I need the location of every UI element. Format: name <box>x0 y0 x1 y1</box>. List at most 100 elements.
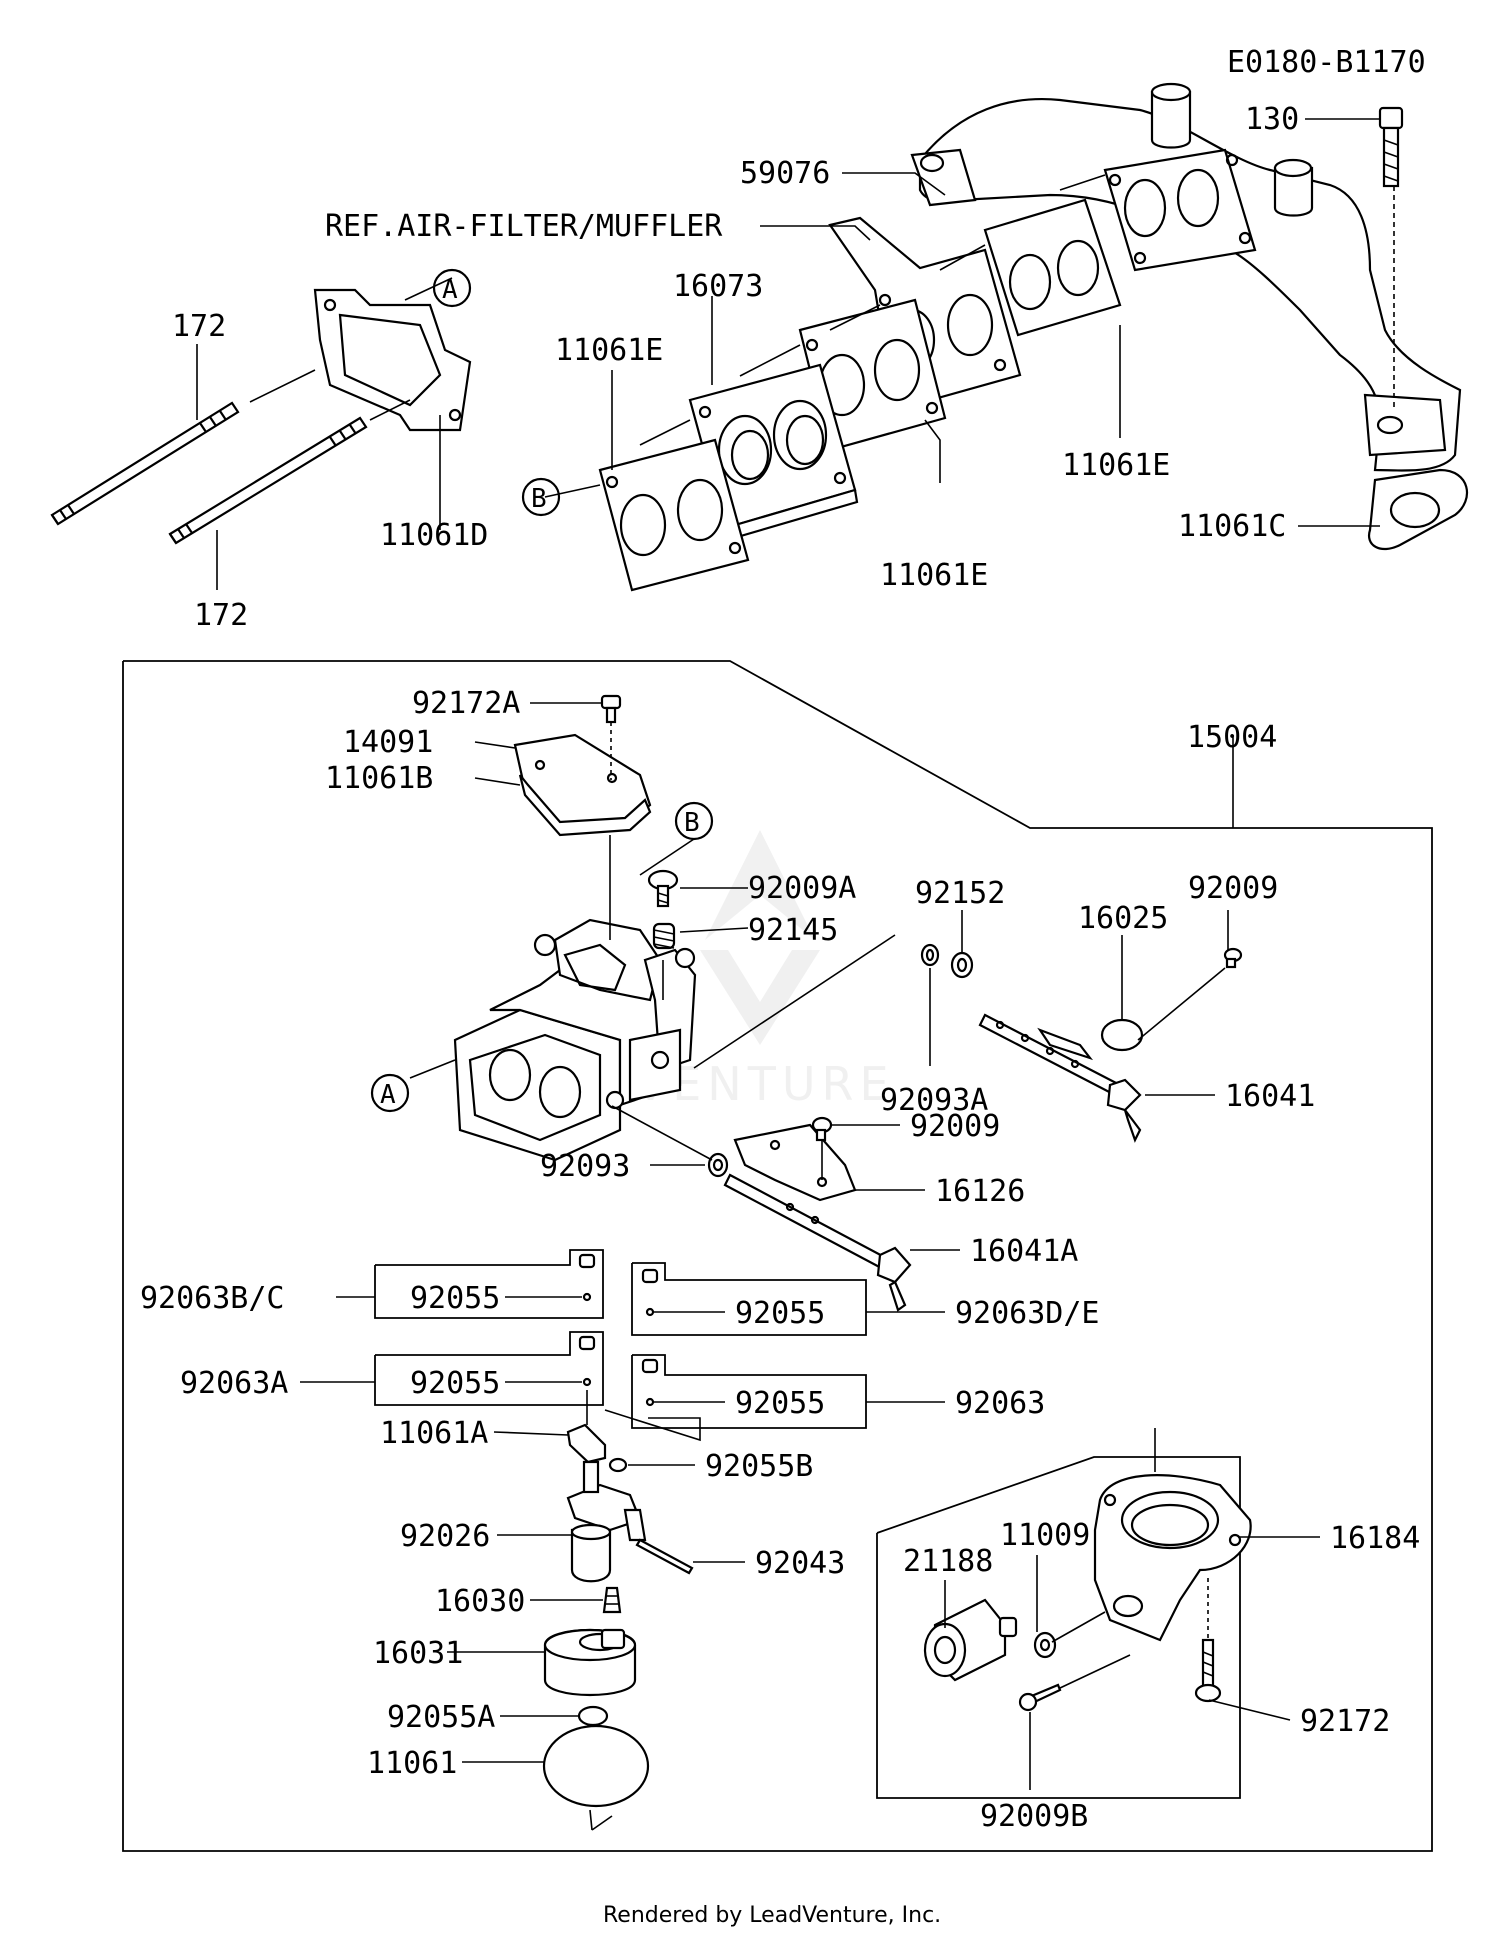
callout-16025: 16025 <box>1078 901 1168 936</box>
callout-16041: 16041 <box>1225 1079 1315 1114</box>
callout-130: 130 <box>1245 102 1299 137</box>
bolt-130 <box>1378 106 1404 188</box>
callout-92009-choke: 92009 <box>1188 871 1278 906</box>
oring-92055B <box>608 1457 628 1473</box>
callout-92152: 92152 <box>915 876 1005 911</box>
float-16031 <box>543 1628 637 1697</box>
callout-92009-throttle: 92009 <box>910 1109 1000 1144</box>
callout-15004: 15004 <box>1187 720 1277 755</box>
screw-92009-choke <box>1223 947 1243 969</box>
callout-92172A: 92172A <box>412 686 520 721</box>
callout-92055-box-2: 92055 <box>735 1296 825 1331</box>
gasket-11061E-left <box>598 438 750 592</box>
marker-B-top-label: B <box>531 484 547 514</box>
cover-14091 <box>513 733 652 837</box>
housing-16184 <box>1093 1474 1252 1642</box>
screw-92009B <box>1018 1683 1062 1712</box>
insulator-16073 <box>688 363 859 542</box>
bushing-92093A <box>920 943 940 967</box>
pin-92043 <box>635 1538 694 1575</box>
callout-11061E-left: 11061E <box>555 333 663 368</box>
callout-92063A: 92063A <box>180 1366 288 1401</box>
choke-shaft-16041 <box>978 1013 1142 1143</box>
top-leaders <box>196 118 1380 590</box>
callout-92063: 92063 <box>955 1386 1045 1421</box>
marker-A-top-label: A <box>442 275 458 305</box>
gasket-11061E-middle <box>798 298 947 452</box>
callout-92055B: 92055B <box>705 1449 813 1484</box>
callout-16030: 16030 <box>435 1584 525 1619</box>
callout-92055-box-3: 92055 <box>410 1366 500 1401</box>
intake-manifold-59076 <box>910 82 1462 472</box>
jet-16030 <box>602 1586 622 1614</box>
callout-92093A: 92093A <box>880 1083 988 1118</box>
choke-plate-16025 <box>1100 1018 1144 1052</box>
sub-assembly-frame <box>876 1456 1241 1799</box>
spring-92145 <box>652 922 676 950</box>
callout-92055-box-1: 92055 <box>410 1281 500 1316</box>
jet-box-92063A <box>374 1331 604 1406</box>
throttle-plate-16126 <box>733 1123 857 1202</box>
callout-ref-air-filter: REF.AIR-FILTER/MUFFLER <box>325 209 723 244</box>
assembly-frame <box>122 660 1433 1852</box>
gasket-11061A <box>566 1423 607 1464</box>
callout-172-top: 172 <box>172 309 226 344</box>
callout-92043: 92043 <box>755 1546 845 1581</box>
oring-92055A <box>577 1705 609 1727</box>
carb-leaders <box>300 702 1320 1831</box>
washer-11009 <box>1033 1631 1057 1659</box>
callout-11061A: 11061A <box>380 1416 488 1451</box>
callout-92172: 92172 <box>1300 1704 1390 1739</box>
callout-11061B: 11061B <box>325 761 433 796</box>
callout-59076: 59076 <box>740 156 830 191</box>
marker-B-carb: B <box>639 801 714 876</box>
jet-box-92063 <box>631 1354 867 1429</box>
callout-92063BC: 92063B/C <box>140 1281 285 1316</box>
float-bowl-92026 <box>566 1460 647 1583</box>
callout-11061D: 11061D <box>380 518 488 553</box>
solenoid-21188 <box>923 1598 1018 1682</box>
callout-21188: 21188 <box>903 1544 993 1579</box>
callout-16126: 16126 <box>935 1174 1025 1209</box>
callout-92093: 92093 <box>540 1149 630 1184</box>
diagram-code: E0180-B1170 <box>1227 45 1426 80</box>
callout-172-bottom: 172 <box>194 598 248 633</box>
callout-11061E-bottom: 11061E <box>880 558 988 593</box>
screw-92172A <box>600 694 622 724</box>
callout-92055-box-4: 92055 <box>735 1386 825 1421</box>
gasket-11061E-right <box>983 198 1122 337</box>
callout-11061C: 11061C <box>1178 509 1286 544</box>
callout-16184: 16184 <box>1330 1521 1420 1556</box>
callout-16041A: 16041A <box>970 1234 1078 1269</box>
throttle-shaft-16041A <box>723 1173 912 1312</box>
jet-box-92063BC <box>374 1249 604 1319</box>
gasket-11061C <box>1367 468 1469 551</box>
callout-92145: 92145 <box>748 913 838 948</box>
marker-A-top: A <box>432 268 472 308</box>
bushing-92093 <box>707 1152 729 1178</box>
stud-172-upper <box>50 401 240 526</box>
marker-B-top: B <box>521 477 561 517</box>
callout-16073: 16073 <box>673 269 763 304</box>
marker-B-carb-label: B <box>684 808 700 838</box>
marker-A-carb: A <box>370 1073 410 1113</box>
callout-92009B: 92009B <box>980 1799 1088 1834</box>
stud-172-lower <box>168 416 368 545</box>
gasket-11061D <box>313 288 472 432</box>
callout-16031: 16031 <box>373 1636 463 1671</box>
callout-11009: 11009 <box>1000 1518 1090 1553</box>
marker-A-carb-label: A <box>380 1080 396 1110</box>
seal-92152 <box>950 951 974 979</box>
screw-92172 <box>1194 1638 1222 1703</box>
callout-14091: 14091 <box>343 725 433 760</box>
callout-11061E-right: 11061E <box>1062 448 1170 483</box>
callout-92063DE: 92063D/E <box>955 1296 1100 1331</box>
callout-11061: 11061 <box>367 1746 457 1781</box>
carburetor-body <box>453 918 697 1162</box>
gasket-11061 <box>542 1724 650 1808</box>
screw-92009A <box>647 869 679 908</box>
footer-credit: Rendered by LeadVenture, Inc. <box>603 1903 941 1928</box>
callout-92026: 92026 <box>400 1519 490 1554</box>
callout-92055A: 92055A <box>387 1700 495 1735</box>
